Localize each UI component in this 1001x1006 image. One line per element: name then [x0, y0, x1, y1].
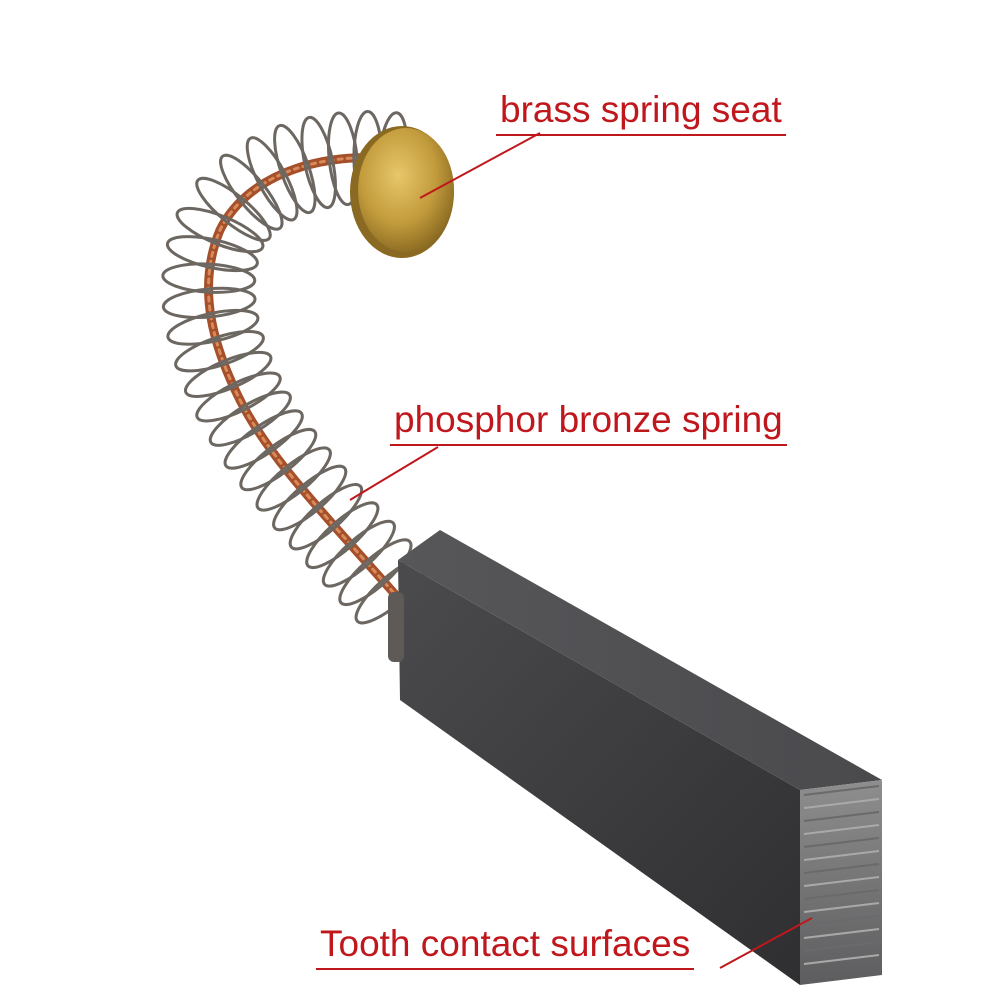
contact-surface-line: [803, 928, 880, 939]
spring-coil: [174, 330, 265, 373]
spring-coil: [338, 538, 413, 607]
carbon-brush-block: [388, 530, 882, 985]
spring-coil: [161, 286, 257, 319]
contact-surface-line: [803, 811, 880, 822]
spring-collar: [388, 592, 404, 662]
contact-surface-line: [803, 876, 880, 887]
spring-coil: [208, 390, 292, 447]
spring-coil: [300, 115, 337, 210]
contact-surface-line: [803, 902, 880, 913]
contact-surface-line: [803, 824, 880, 835]
contact-surface-line: [803, 941, 880, 952]
seat-leader-line: [419, 132, 541, 199]
spring-coil: [175, 206, 265, 254]
spring-coil: [166, 308, 260, 346]
block-front-face: [398, 560, 800, 985]
spring-coil: [288, 483, 364, 551]
phosphor-bronze-spring: [161, 110, 430, 625]
contact-surface-line: [803, 837, 880, 848]
spring-coil: [165, 235, 259, 273]
spring-coil: [272, 464, 348, 532]
label-tooth-contact-surfaces: Tooth contact surfaces: [316, 922, 695, 970]
copper-lead-highlight: [207, 156, 407, 602]
spring-coil: [326, 111, 360, 207]
tooth-leader-line: [719, 917, 813, 969]
contact-surface-line: [803, 785, 880, 796]
spring-coil: [321, 519, 396, 588]
spring-coil: [245, 136, 299, 222]
spring-coil: [223, 409, 304, 470]
contact-surface-line: [803, 889, 880, 900]
contact-surface-texture: [803, 785, 880, 965]
label-phosphor-bronze-spring: phosphor bronze spring: [390, 398, 787, 446]
spring-coil: [239, 427, 318, 492]
contact-surface-line: [803, 863, 880, 874]
spring-leader-line: [349, 446, 439, 501]
spring-coil: [273, 123, 317, 215]
contact-surface-line: [803, 954, 880, 965]
spring-coil: [255, 446, 332, 512]
spring-coil: [161, 262, 257, 294]
contact-surface-line: [803, 850, 880, 861]
brass-spring-seat: [358, 128, 454, 252]
contact-surface-line: [803, 798, 880, 809]
contact-surface-line: [803, 915, 880, 926]
block-top-face: [398, 530, 882, 790]
spring-coil: [305, 501, 380, 570]
spring-coil: [183, 350, 273, 398]
spring-coil: [195, 176, 272, 242]
label-brass-spring-seat: brass spring seat: [496, 88, 786, 136]
spring-coil: [219, 153, 284, 231]
spring-coil: [195, 371, 282, 423]
